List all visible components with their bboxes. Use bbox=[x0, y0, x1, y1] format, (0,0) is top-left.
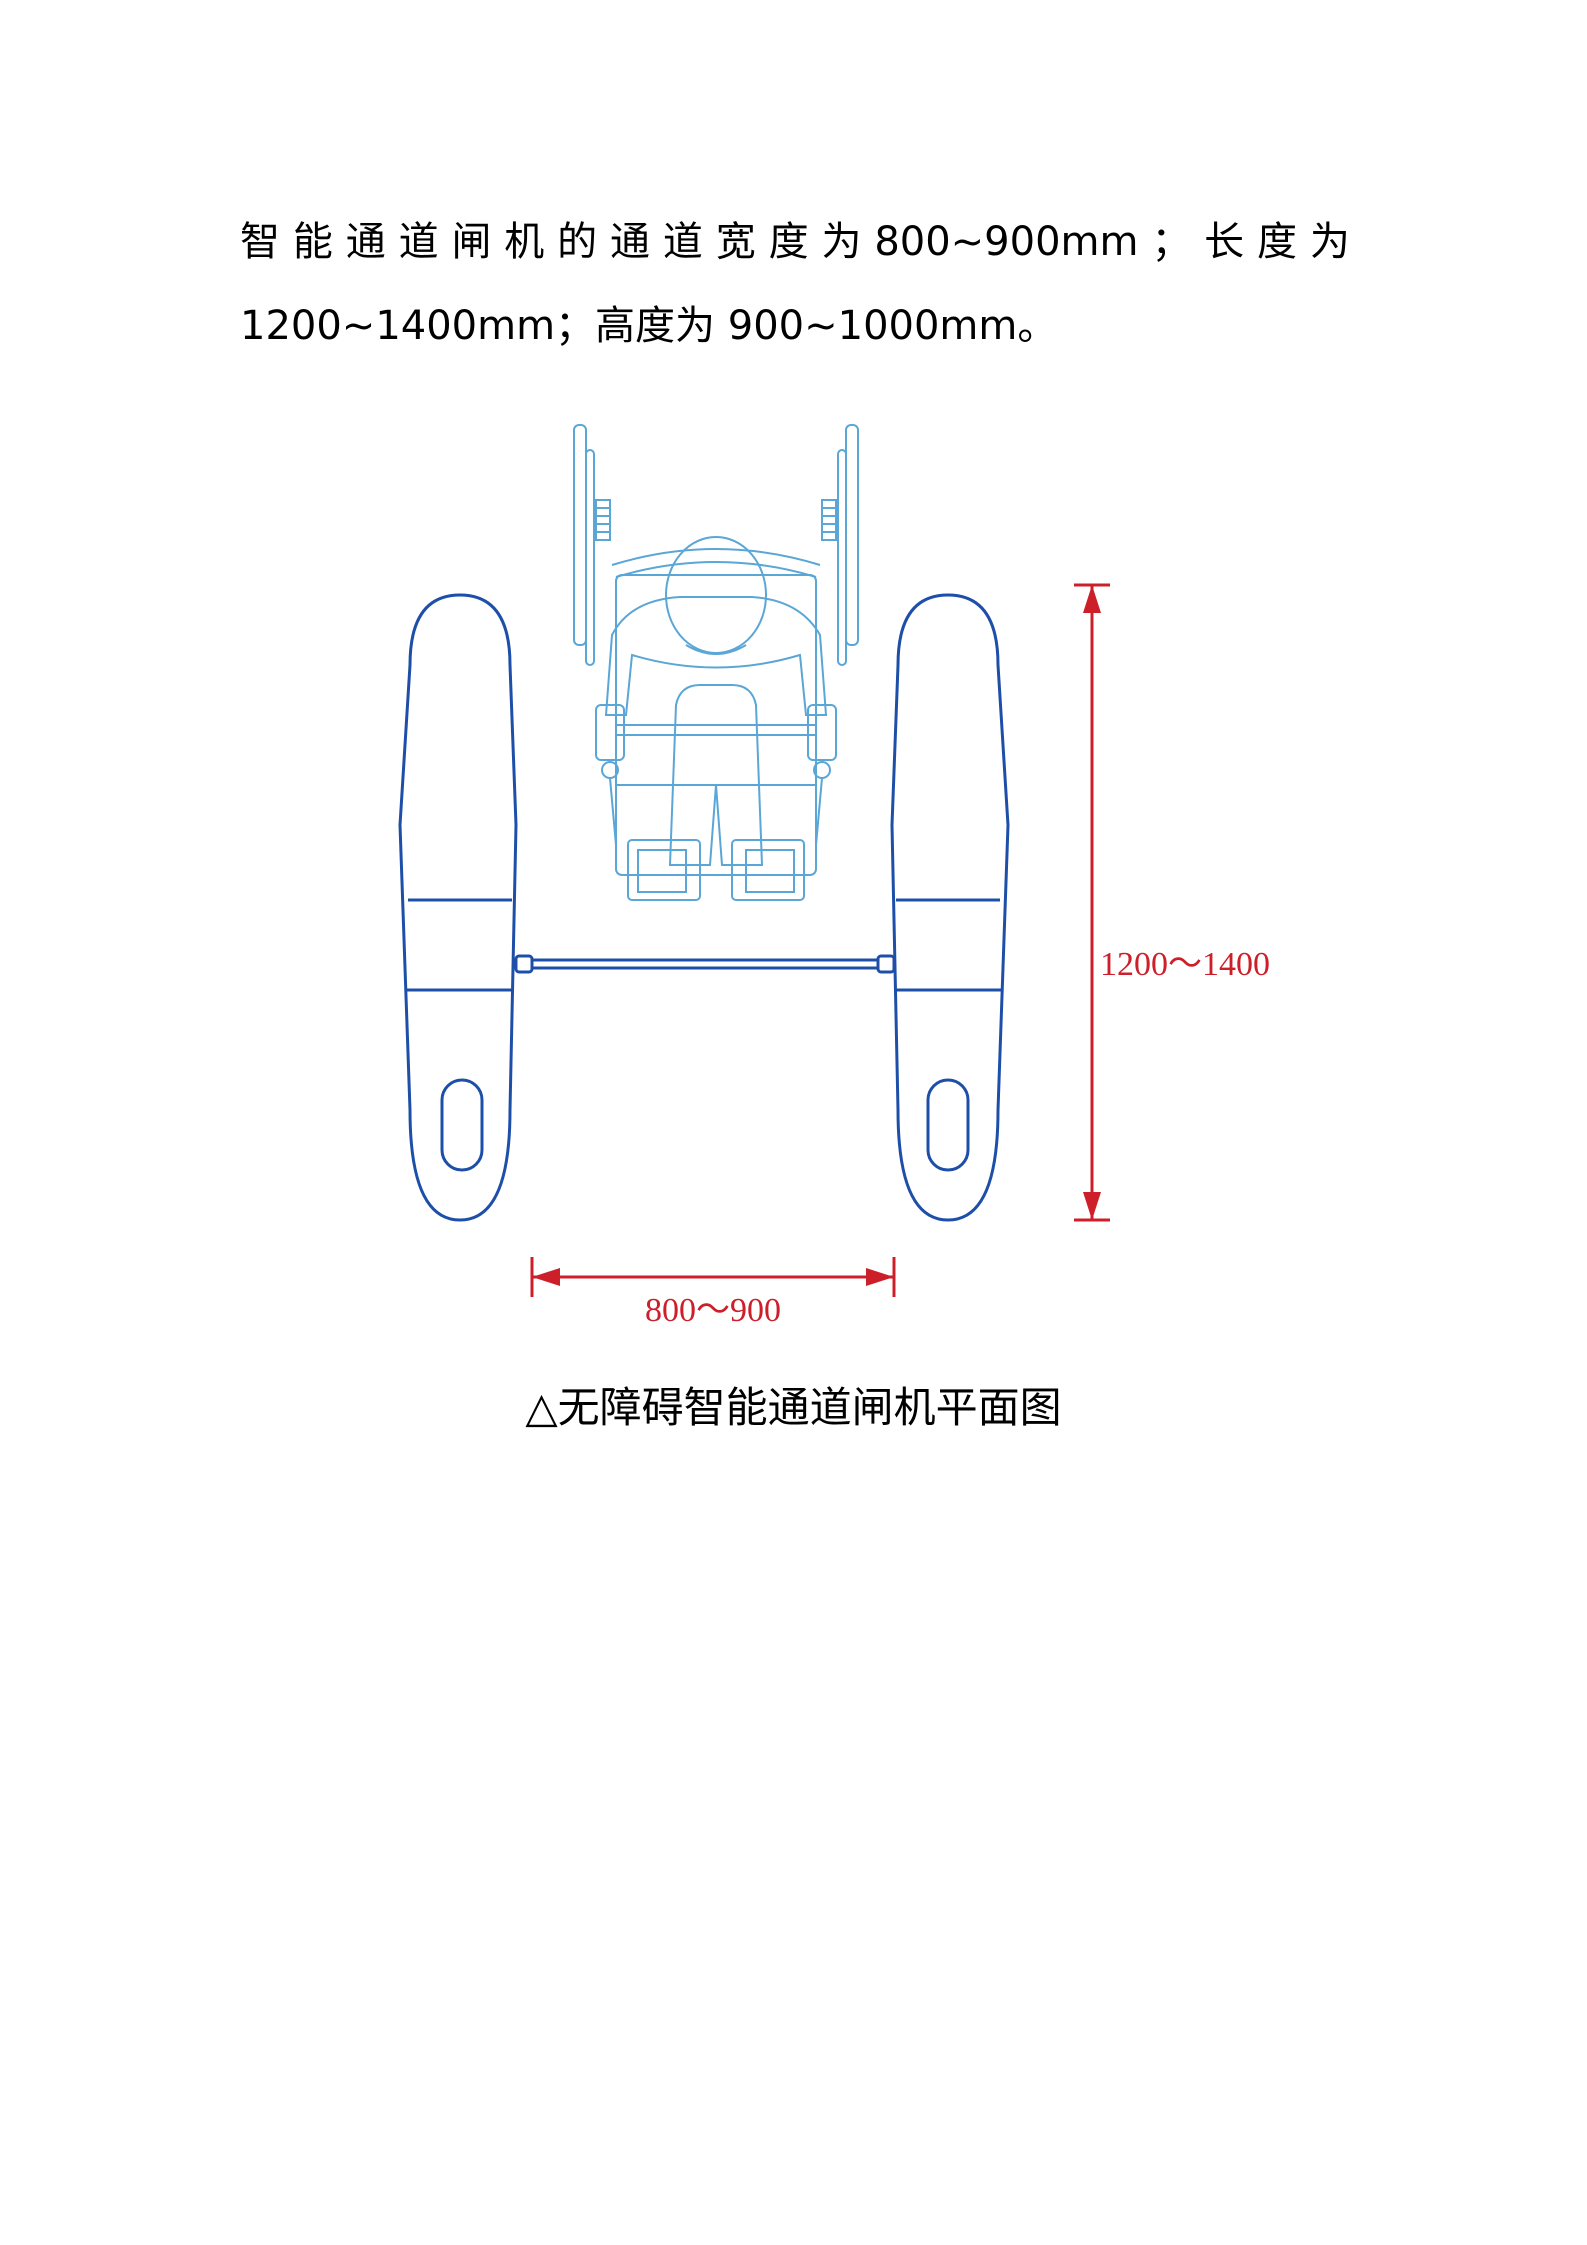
gate-right bbox=[890, 593, 1010, 1222]
intro-line-1-token: 通 bbox=[610, 219, 651, 265]
width-label: 800～900 bbox=[645, 1292, 781, 1329]
barrier-arm bbox=[514, 954, 896, 974]
length-label: 1200～1400 bbox=[1100, 946, 1270, 983]
intro-line-1-token: 800~900mm bbox=[874, 219, 1139, 265]
intro-line-1-token: 道 bbox=[662, 219, 703, 265]
intro-line-1-token: 道 bbox=[398, 219, 439, 265]
intro-line-1-token: 闸 bbox=[451, 219, 492, 265]
intro-line-1-token: ； bbox=[1151, 219, 1192, 265]
gate-left bbox=[398, 593, 518, 1222]
intro-line-1-token: 的 bbox=[557, 219, 598, 265]
intro-line-2: 1200~1400mm；高度为 900~1000mm。 bbox=[240, 303, 1058, 349]
intro-line-1-token: 智 bbox=[240, 219, 280, 265]
wheelchair-drawing bbox=[573, 424, 859, 901]
intro-line-1-token: 为 bbox=[821, 219, 862, 265]
intro-line-1-token: 通 bbox=[345, 219, 386, 265]
intro-line-1-token: 能 bbox=[292, 219, 333, 265]
gate-plan-diagram: 1200～1400 800～900 bbox=[380, 405, 1360, 1365]
intro-line-1-token: 为 bbox=[1309, 219, 1350, 265]
width-dimension bbox=[530, 1257, 896, 1297]
length-dimension bbox=[1074, 583, 1110, 1222]
intro-line-1-token: 度 bbox=[1257, 219, 1298, 265]
intro-line-1-token: 度 bbox=[768, 219, 809, 265]
intro-line-1-token: 长 bbox=[1204, 219, 1245, 265]
intro-line-1-token: 宽 bbox=[715, 219, 756, 265]
figure-caption: △无障碍智能通道闸机平面图 bbox=[525, 1383, 1062, 1432]
intro-line-1-token: 机 bbox=[504, 219, 545, 265]
